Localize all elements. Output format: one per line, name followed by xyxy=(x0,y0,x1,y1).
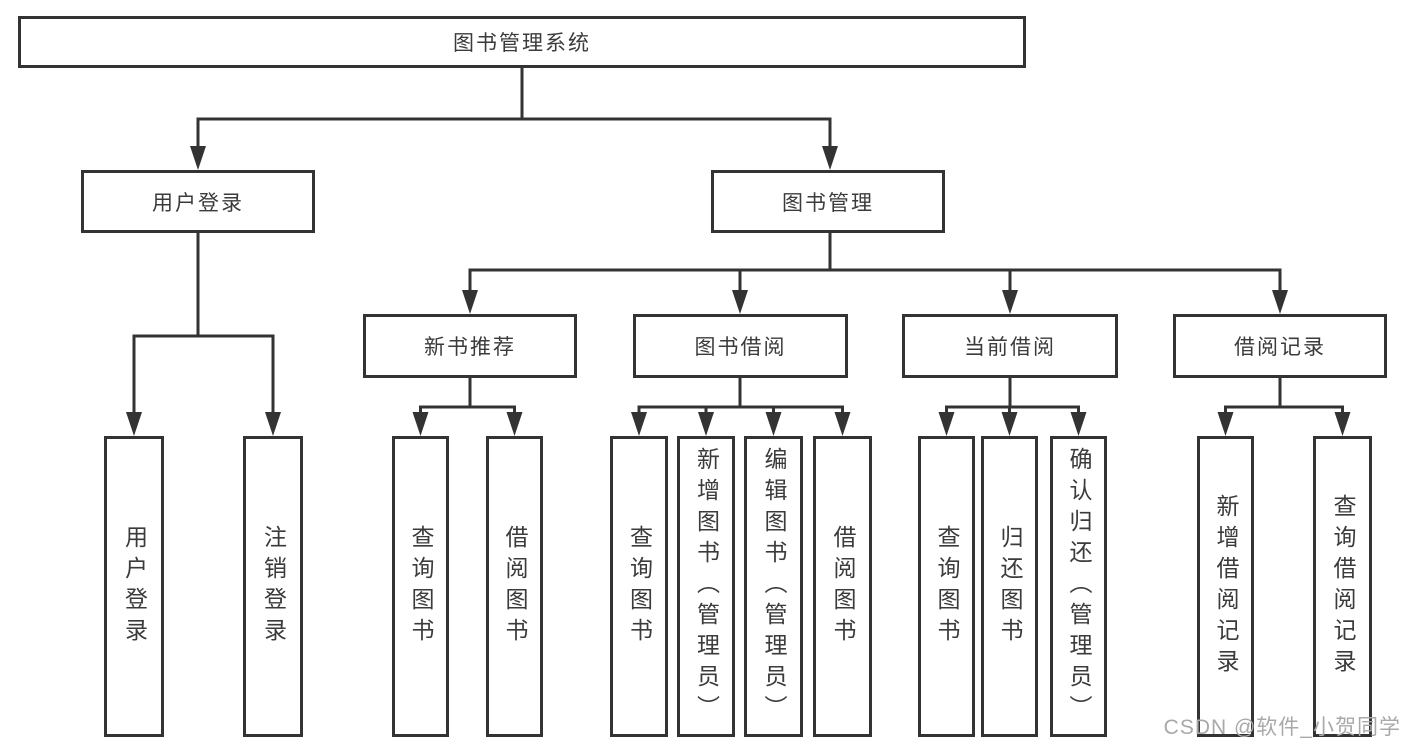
leaf-confirm-return-admin: 确认归还（管理员） xyxy=(1050,436,1107,737)
node-book-borrowing: 图书借阅 xyxy=(633,314,848,378)
leaf-query-books-1: 查询图书 xyxy=(392,436,449,737)
leaf-query-books-2: 查询图书 xyxy=(610,436,668,737)
arrowhead-icons xyxy=(126,146,1351,436)
node-new-book-recommendation: 新书推荐 xyxy=(363,314,577,378)
leaf-return-books: 归还图书 xyxy=(981,436,1038,737)
csdn-watermark: CSDN @软件_小贺同学 xyxy=(1163,716,1401,739)
node-user-login-branch: 用户登录 xyxy=(81,170,315,233)
leaf-logout: 注销登录 xyxy=(243,436,303,737)
leaf-add-books-admin: 新增图书（管理员） xyxy=(677,436,735,737)
leaf-add-borrow-record: 新增借阅记录 xyxy=(1197,436,1254,737)
node-current-borrowing: 当前借阅 xyxy=(902,314,1118,378)
leaf-query-borrow-record: 查询借阅记录 xyxy=(1313,436,1372,737)
leaf-user-login: 用户登录 xyxy=(104,436,164,737)
leaf-edit-books-admin: 编辑图书（管理员） xyxy=(744,436,803,737)
node-book-management-branch: 图书管理 xyxy=(711,170,945,233)
leaf-query-books-3: 查询图书 xyxy=(918,436,975,737)
node-borrowing-records: 借阅记录 xyxy=(1173,314,1387,378)
node-library-management-system: 图书管理系统 xyxy=(18,16,1026,68)
leaf-borrow-books-2: 借阅图书 xyxy=(813,436,872,737)
leaf-borrow-books-1: 借阅图书 xyxy=(486,436,543,737)
